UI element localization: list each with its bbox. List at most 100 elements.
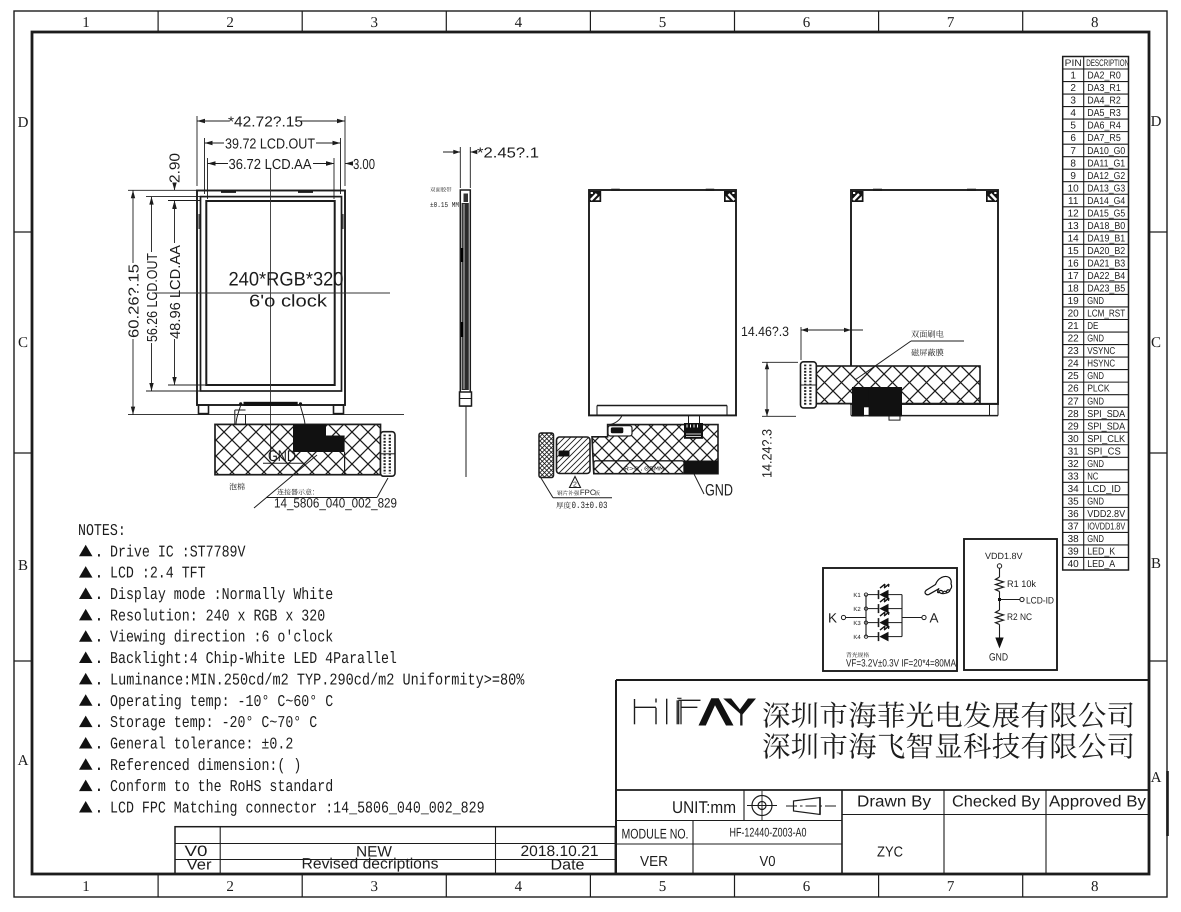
svg-text:C: C — [1151, 335, 1161, 351]
svg-text:DA19_B1: DA19_B1 — [1087, 233, 1125, 244]
svg-text:*2.45?.1: *2.45?.1 — [477, 146, 539, 162]
svg-text:GND: GND — [1087, 396, 1104, 407]
svg-text:8: 8 — [1091, 15, 1099, 31]
svg-text:3.00: 3.00 — [353, 157, 375, 173]
svg-text:A: A — [930, 611, 939, 626]
svg-text:B: B — [18, 558, 28, 574]
svg-text:20: 20 — [1068, 309, 1080, 320]
svg-text:DA22_B4: DA22_B4 — [1087, 271, 1125, 282]
svg-text:HF-12440-Z003-A0: HF-12440-Z003-A0 — [730, 826, 807, 840]
svg-text:28: 28 — [1068, 409, 1080, 420]
svg-text:6: 6 — [1070, 133, 1076, 144]
svg-text:Approved By: Approved By — [1049, 794, 1146, 811]
svg-text:.: . — [94, 692, 104, 711]
svg-text:.: . — [94, 649, 104, 668]
svg-text:B: B — [1151, 556, 1161, 572]
svg-text:34: 34 — [1068, 484, 1080, 495]
svg-text:DA2_R0: DA2_R0 — [1087, 71, 1121, 82]
svg-text:DA7_R5: DA7_R5 — [1087, 133, 1121, 144]
svg-text:R1 10k: R1 10k — [1007, 579, 1036, 590]
svg-text:Storage temp: -20° C~70° C: Storage temp: -20° C~70° C — [110, 713, 317, 732]
svg-text:14_5806_040_002_829: 14_5806_040_002_829 — [274, 496, 397, 511]
svg-text:LCD :2.4 TFT: LCD :2.4 TFT — [110, 564, 206, 583]
svg-text:*42.72?.15: *42.72?.15 — [228, 115, 303, 131]
svg-text:12: 12 — [1068, 208, 1080, 219]
svg-text:2: 2 — [226, 879, 234, 895]
svg-text:K1: K1 — [853, 592, 861, 599]
svg-text:Luminance:MIN.250cd/m2 TYP.290: Luminance:MIN.250cd/m2 TYP.290cd/m2 Unif… — [110, 670, 524, 689]
svg-text:V0: V0 — [760, 854, 776, 870]
svg-text:3: 3 — [371, 879, 379, 895]
svg-text:24: 24 — [1068, 359, 1080, 370]
svg-text:GND: GND — [1087, 296, 1104, 307]
svg-text:.: . — [94, 585, 104, 604]
svg-text:23: 23 — [1068, 346, 1080, 357]
svg-text:60.26?.15: 60.26?.15 — [127, 264, 143, 338]
svg-text:DA23_B5: DA23_B5 — [1087, 284, 1125, 295]
svg-text:DA3_R1: DA3_R1 — [1087, 83, 1121, 94]
svg-text:10: 10 — [1068, 183, 1080, 194]
svg-text:15: 15 — [1068, 246, 1080, 257]
svg-text:5: 5 — [1070, 121, 1076, 132]
svg-text:38: 38 — [1068, 534, 1080, 545]
svg-text:Revised decriptions: Revised decriptions — [302, 856, 439, 873]
svg-text:GND: GND — [1087, 496, 1104, 507]
svg-text:DA21_B3: DA21_B3 — [1087, 258, 1125, 269]
svg-text:VDD2.8V: VDD2.8V — [1087, 509, 1125, 520]
svg-text:13: 13 — [1068, 221, 1080, 232]
svg-text:32: 32 — [1068, 459, 1080, 470]
svg-text:SPI_CS: SPI_CS — [1087, 446, 1121, 457]
svg-text:2.90: 2.90 — [168, 153, 184, 183]
svg-text:A: A — [18, 753, 29, 769]
svg-text:.: . — [94, 777, 104, 796]
svg-text:5: 5 — [659, 15, 667, 31]
svg-text:NEW: NEW — [356, 843, 393, 860]
svg-text:18: 18 — [1068, 284, 1080, 295]
svg-text:33: 33 — [1068, 471, 1080, 482]
svg-text:2: 2 — [573, 482, 577, 489]
svg-text:A: A — [1151, 770, 1162, 786]
svg-text:Ver: Ver — [187, 857, 212, 874]
svg-text:40: 40 — [1068, 559, 1080, 570]
svg-text:Backlight:4 Chip-White LED 4Pa: Backlight:4 Chip-White LED 4Parallel — [110, 649, 397, 668]
svg-text:1: 1 — [1070, 71, 1076, 82]
svg-text:.: . — [94, 734, 104, 753]
svg-text:VF=3.2V±0.3V IF=20*4=80MA: VF=3.2V±0.3V IF=20*4=80MA — [846, 658, 956, 670]
svg-text:LED_A: LED_A — [1087, 559, 1115, 570]
svg-text:LCD_ID: LCD_ID — [1087, 484, 1121, 495]
svg-text:Date: Date — [551, 856, 585, 873]
svg-text:37: 37 — [1068, 522, 1080, 533]
svg-text:K3: K3 — [853, 620, 861, 627]
svg-text:Display mode :Normally White: Display mode :Normally White — [110, 585, 333, 604]
svg-text:Conform to the RoHS standard: Conform to the RoHS standard — [110, 777, 333, 796]
svg-text:39.72 LCD.OUT: 39.72 LCD.OUT — [225, 137, 315, 153]
svg-text:NC: NC — [1087, 471, 1098, 482]
svg-text:LCD-ID: LCD-ID — [1026, 596, 1054, 607]
svg-text:.: . — [94, 628, 104, 647]
svg-text:26: 26 — [1068, 384, 1080, 395]
svg-text:35: 35 — [1068, 496, 1080, 507]
svg-text:7: 7 — [947, 879, 955, 895]
svg-text:K2: K2 — [853, 606, 861, 613]
svg-text:C: C — [18, 335, 28, 351]
svg-text:MODULE NO.: MODULE NO. — [622, 826, 689, 842]
svg-text:4: 4 — [515, 879, 523, 895]
svg-text:DA6_R4: DA6_R4 — [1087, 121, 1121, 132]
svg-text:DA4_R2: DA4_R2 — [1087, 96, 1121, 107]
svg-text:36: 36 — [1068, 509, 1080, 520]
svg-text:6: 6 — [803, 15, 811, 31]
svg-text:DA20_B2: DA20_B2 — [1087, 246, 1125, 257]
svg-text:LCM_RST: LCM_RST — [1087, 309, 1125, 320]
svg-text:GND: GND — [1087, 459, 1104, 470]
svg-text:19: 19 — [1068, 296, 1080, 307]
svg-text:48.96 LCD.AA: 48.96 LCD.AA — [168, 245, 184, 339]
svg-text:Checked By: Checked By — [952, 794, 1040, 811]
svg-text:GND: GND — [705, 482, 733, 500]
svg-text:GND: GND — [1087, 371, 1104, 382]
svg-text:General tolerance: ±0.2: General tolerance: ±0.2 — [110, 734, 293, 753]
svg-text:ZYC: ZYC — [877, 845, 903, 861]
svg-text:VSYNC: VSYNC — [1087, 346, 1115, 357]
svg-text:PIN: PIN — [1065, 58, 1082, 69]
svg-text:2: 2 — [1070, 83, 1076, 94]
svg-text:IOVDD1.8V: IOVDD1.8V — [1087, 522, 1125, 533]
